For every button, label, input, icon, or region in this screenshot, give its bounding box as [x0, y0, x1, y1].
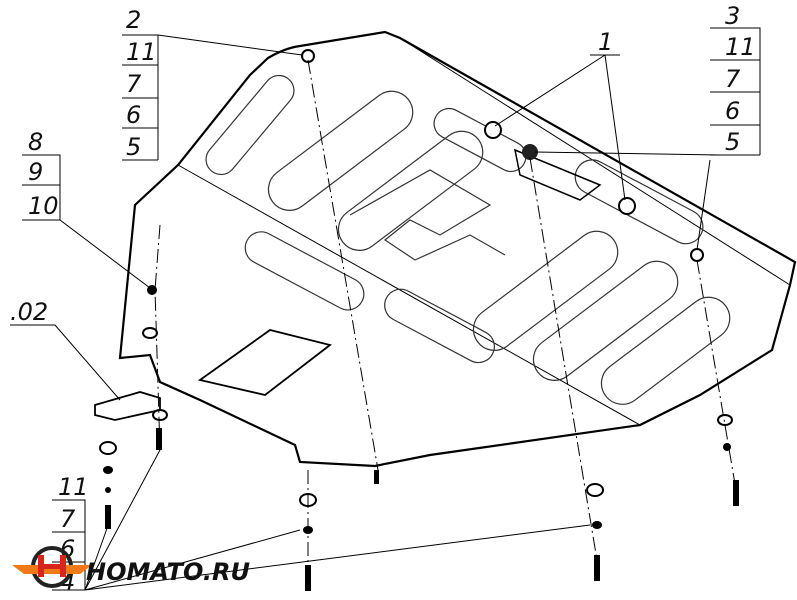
skid-plate — [118, 30, 797, 468]
fasteners — [94, 49, 739, 591]
callout-7-bottom: 7 — [60, 505, 76, 533]
access-hatch — [197, 329, 333, 396]
homato-logo: HOMATO.RU — [12, 546, 250, 588]
callout-9: 9 — [28, 158, 43, 186]
callout-3: 3 — [725, 2, 740, 30]
logo-text: HOMATO.RU — [86, 558, 250, 586]
callout-11: 11 — [126, 38, 157, 66]
callout-6: 6 — [126, 101, 141, 129]
callout-11-bottom: 11 — [58, 473, 89, 501]
callout-7: 7 — [126, 70, 142, 98]
callout-1: 1 — [598, 28, 613, 56]
callout-2: 2 — [126, 6, 141, 34]
stamped-ribs — [197, 74, 731, 405]
callout-11-right: 11 — [725, 33, 756, 61]
plate-bend-line — [177, 164, 641, 426]
leader-lines — [10, 27, 761, 591]
callout-6-right: 6 — [725, 97, 740, 125]
bracket-02 — [94, 391, 161, 421]
callout-8: 8 — [28, 128, 43, 156]
plate-rear-edge — [399, 37, 791, 286]
callout-10: 10 — [28, 192, 59, 220]
callout-7-right: 7 — [725, 65, 741, 93]
callout-5-right: 5 — [725, 128, 740, 156]
callout-02: .02 — [10, 298, 48, 326]
plate-side-edge — [699, 349, 773, 396]
callout-5: 5 — [126, 133, 141, 161]
